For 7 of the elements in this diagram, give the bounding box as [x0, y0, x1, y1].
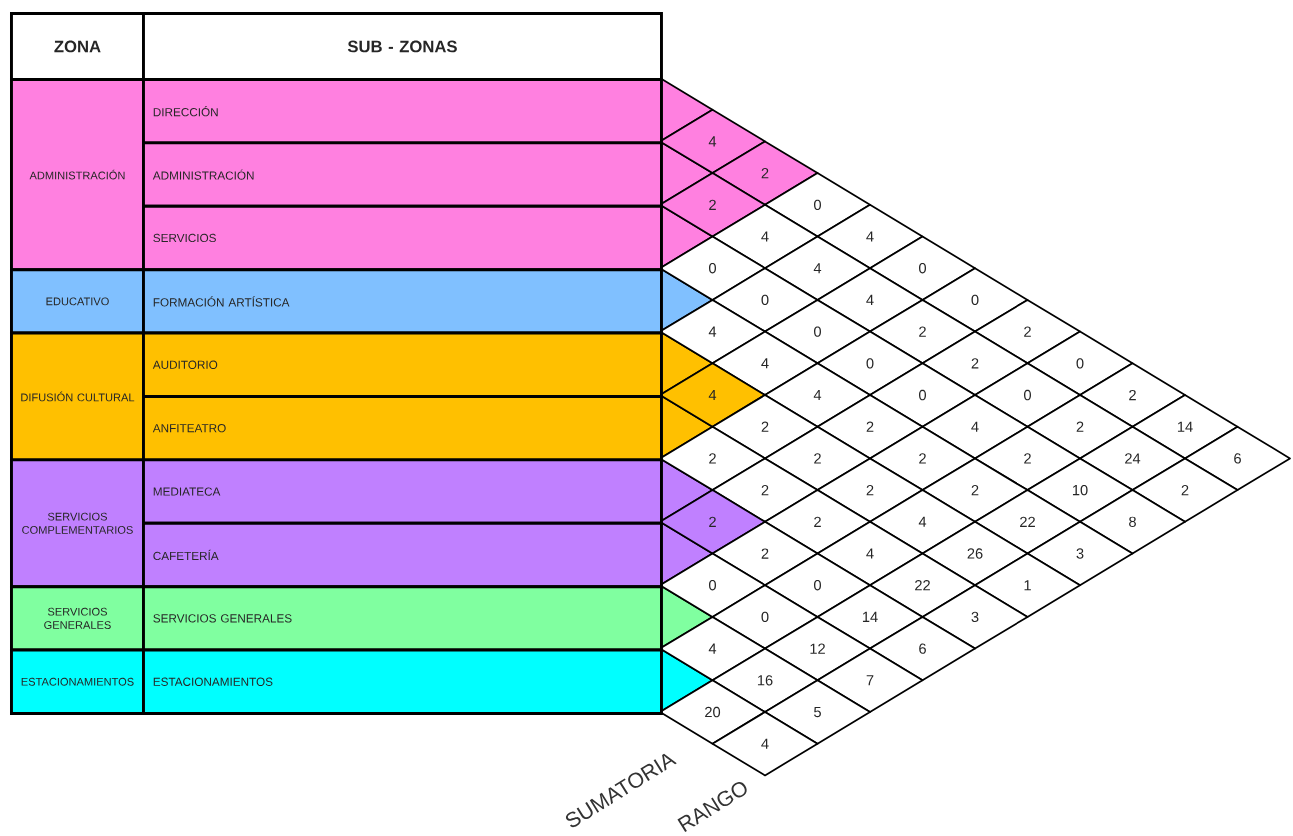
zone-cell: EDUCATIVO [10, 268, 145, 335]
zone-cell: ADMINISTRACIÓN [10, 78, 145, 272]
zone-cell: ESTACIONAMIENTOS [10, 648, 145, 715]
zone-cell: DIFUSIÓN CULTURAL [10, 331, 145, 462]
zone-cell: SERVICIOS COMPLEMENTARIOS [10, 458, 145, 589]
header-cell: ZONA [10, 12, 145, 81]
zone-cell: SERVICIOS GENERALES [10, 585, 145, 652]
